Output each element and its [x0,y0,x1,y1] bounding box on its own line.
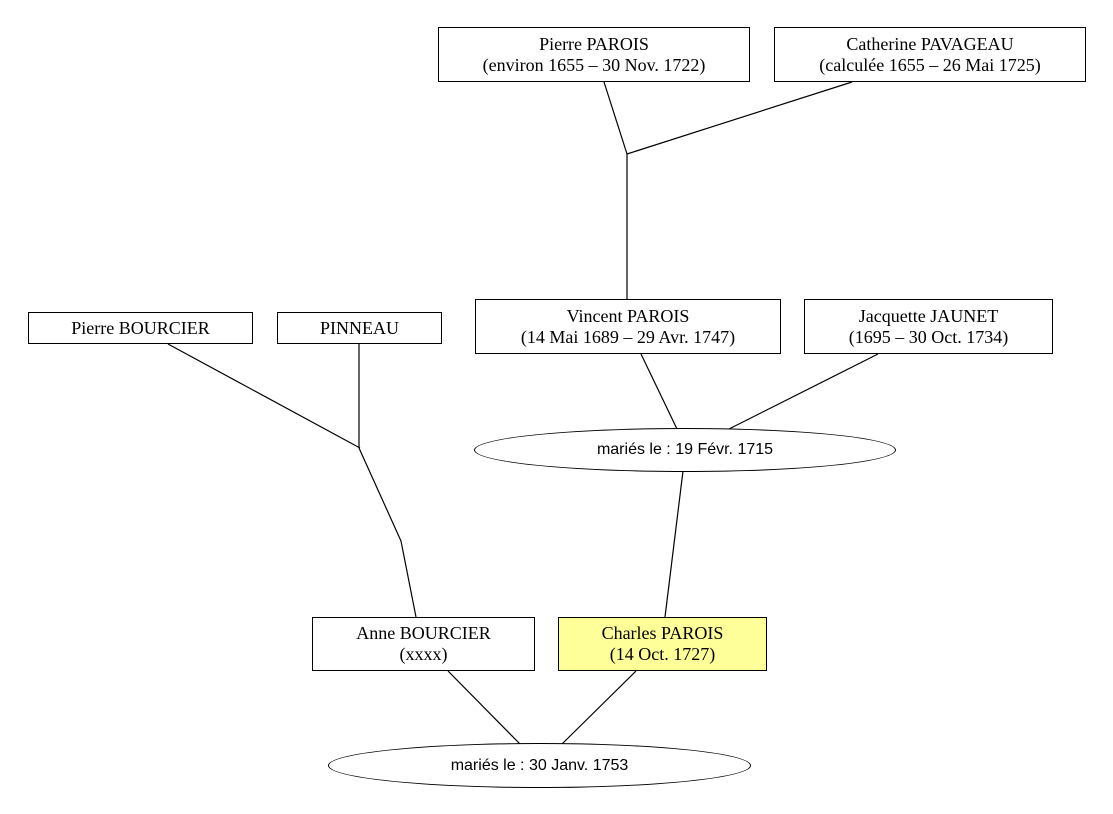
line-bourcier-to-anne [358,447,417,618]
marriage-vincent-jacquette[interactable]: mariés le : 19 Févr. 1715 [474,428,896,472]
person-name: Catherine PAVAGEAU [846,33,1014,54]
line-anne-to-marriage [447,670,521,745]
person-pierre-bourcier[interactable]: Pierre BOURCIER [28,312,253,344]
person-dates: (environ 1655 – 30 Nov. 1722) [482,54,706,75]
person-dates: (14 Mai 1689 – 29 Avr. 1747) [520,326,736,347]
person-dates: (calculée 1655 – 26 Mai 1725) [819,54,1041,75]
person-dates: (14 Oct. 1727) [609,644,716,664]
person-name: Jacquette JAUNET [858,305,999,326]
person-name: Charles PAROIS [601,623,724,643]
person-dates: (xxxx) [399,644,448,664]
line-jacquette-to-marriage [728,353,879,430]
line-catherine-pavageau [626,81,853,155]
line-charles-to-marriage [561,670,637,745]
person-name: Pierre PAROIS [539,33,649,54]
person-pierre-parois[interactable]: Pierre PAROIS (environ 1655 – 30 Nov. 17… [438,27,750,82]
person-name: Anne BOURCIER [356,623,491,643]
marriage-label: mariés le : 19 Févr. 1715 [596,441,774,458]
person-vincent-parois[interactable]: Vincent PAROIS (14 Mai 1689 – 29 Avr. 17… [475,299,781,354]
person-charles-parois[interactable]: Charles PAROIS (14 Oct. 1727) [558,617,767,671]
person-name: Pierre BOURCIER [71,317,210,338]
person-name: PINNEAU [320,317,399,338]
person-name: Vincent PAROIS [566,305,690,326]
person-jacquette-jaunet[interactable]: Jacquette JAUNET (1695 – 30 Oct. 1734) [804,299,1053,354]
line-vincent-to-marriage [640,353,678,430]
marriage-label: mariés le : 30 Janv. 1753 [450,756,629,774]
person-pinneau[interactable]: PINNEAU [277,312,442,344]
line-pierre-bourcier [167,343,361,449]
line-marriage-to-charles [664,470,684,618]
person-catherine-pavageau[interactable]: Catherine PAVAGEAU (calculée 1655 – 26 M… [774,27,1086,82]
person-dates: (1695 – 30 Oct. 1734) [848,326,1009,347]
line-pierre-parois [603,81,628,155]
person-anne-bourcier[interactable]: Anne BOURCIER (xxxx) [312,617,535,671]
marriage-anne-charles[interactable]: mariés le : 30 Janv. 1753 [328,743,751,788]
